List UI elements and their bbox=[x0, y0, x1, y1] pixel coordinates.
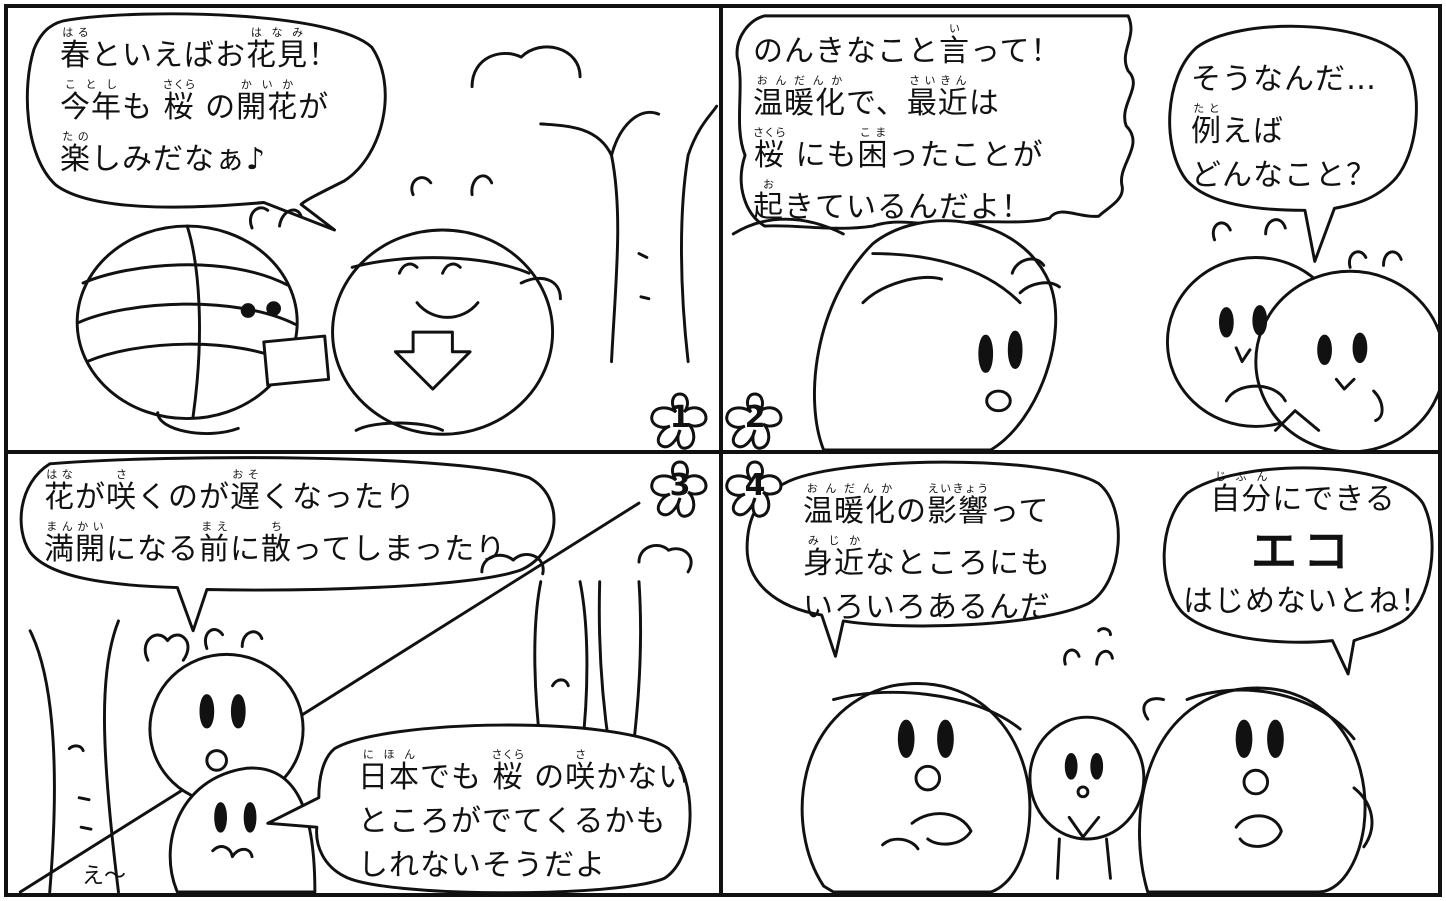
bubble-line: はじめないとね！ bbox=[1183, 584, 1431, 619]
panel-number: 1 bbox=[669, 400, 691, 435]
furigana-word: 花見はなみ bbox=[246, 26, 308, 73]
bubble-line: 例たとえば bbox=[1191, 102, 1284, 149]
furigana-word: 最近さいきん bbox=[906, 74, 969, 121]
bubble-line: 桜さくら にも困こまったことが bbox=[753, 126, 1044, 173]
cherry-blossom-icon bbox=[725, 460, 783, 518]
speech-bubble-4b: 自分じぶんにできる エコ はじめないとね！ bbox=[1183, 470, 1431, 624]
cherry-blossom-icon bbox=[650, 392, 708, 450]
speech-bubble-2b: そうなんだ… 例たとえば どんなこと？ bbox=[1191, 58, 1377, 198]
furigana-word: 影響えいきょう bbox=[927, 482, 989, 529]
panel-1: 春はるといえばお花見はなみ！ 今年ことしも 桜さくら の開花かいかが 楽たのしみ… bbox=[4, 4, 723, 454]
speech-bubble-2a: のんきなこと言いって！ 温暖化おんだんかで、最近さいきんは 桜さくら にも困こま… bbox=[753, 22, 1062, 230]
panel-2: のんきなこと言いって！ 温暖化おんだんかで、最近さいきんは 桜さくら にも困こま… bbox=[719, 4, 1442, 454]
cherry-blossom-icon bbox=[725, 392, 783, 450]
furigana-word: 楽たの bbox=[60, 130, 91, 177]
panel-1-artwork bbox=[25, 12, 719, 436]
panel-number-badge: 3 bbox=[648, 458, 712, 522]
bubble-line: 満開まんかいになる前まえに散ちってしまったり bbox=[44, 520, 507, 567]
furigana-word: 言い bbox=[939, 22, 970, 69]
speech-bubble-3b: 日本にほんでも 桜さくら の咲さかない ところがでてくるかも しれないそうだよ bbox=[358, 748, 689, 888]
bubble-line: ところがでてくるかも bbox=[358, 804, 667, 839]
furigana-word: 起お bbox=[753, 178, 784, 225]
furigana-word: 今年ことし bbox=[60, 78, 122, 125]
bubble-line: 自分じぶんにできる bbox=[1210, 470, 1396, 517]
bubble-line: 春はるといえばお花見はなみ！ bbox=[60, 26, 339, 73]
bubble-line: しれないそうだよ bbox=[358, 848, 606, 883]
bubble-line: 温暖化おんだんかの影響えいきょうって bbox=[803, 482, 1050, 529]
furigana-word: 桜さくら bbox=[162, 78, 196, 125]
bubble-line: 起おきているんだよ！ bbox=[753, 178, 1032, 225]
furigana-word: 身近みじか bbox=[803, 534, 865, 581]
panel-3: 花はなが咲さくのが遅おそくなったり 満開まんかいになる前まえに散ちってしまったり… bbox=[4, 450, 723, 897]
eco-emphasis-text: エコ bbox=[1251, 524, 1355, 578]
bubble-line: いろいろあるんだ bbox=[803, 590, 1051, 625]
bubble-line: 身近みじかなところにも bbox=[803, 534, 1051, 581]
furigana-word: 温暖化おんだんか bbox=[803, 482, 896, 529]
bubble-line: 温暖化おんだんかで、最近さいきんは bbox=[753, 74, 1000, 121]
bubble-line: どんなこと？ bbox=[1191, 158, 1377, 193]
speech-bubble-4a: 温暖化おんだんかの影響えいきょうって 身近みじかなところにも いろいろあるんだ bbox=[803, 482, 1051, 630]
panel-4: 温暖化おんだんかの影響えいきょうって 身近みじかなところにも いろいろあるんだ … bbox=[719, 450, 1442, 897]
bubble-line: 花はなが咲さくのが遅おそくなったり bbox=[44, 468, 416, 515]
bubble-line: 楽たのしみだなぁ♪ bbox=[60, 130, 267, 177]
panel-4-artwork bbox=[745, 460, 1434, 893]
bubble-line: 日本にほんでも 桜さくら の咲さかない bbox=[358, 748, 690, 795]
panel-number-badge: 2 bbox=[723, 390, 787, 450]
panel-number-badge: 4 bbox=[723, 458, 787, 522]
furigana-word: 前まえ bbox=[199, 520, 230, 567]
furigana-word: 例たと bbox=[1191, 102, 1222, 149]
speech-bubble-1: 春はるといえばお花見はなみ！ 今年ことしも 桜さくら の開花かいかが 楽たのしみ… bbox=[60, 26, 339, 182]
furigana-word: 日本にほん bbox=[358, 748, 420, 795]
panel-3-artwork bbox=[18, 456, 693, 893]
furigana-word: 春はる bbox=[60, 26, 91, 73]
speech-bubble-3a: 花はなが咲さくのが遅おそくなったり 満開まんかいになる前まえに散ちってしまったり bbox=[44, 468, 506, 572]
bubble-line: そうなんだ… bbox=[1191, 62, 1377, 97]
furigana-word: 咲さ bbox=[565, 748, 597, 795]
furigana-word: 花はな bbox=[44, 468, 75, 515]
cherry-blossom-icon bbox=[650, 460, 708, 518]
furigana-word: 満開まんかい bbox=[44, 520, 106, 567]
furigana-word: 開花かいか bbox=[236, 78, 299, 125]
panel-number: 3 bbox=[669, 468, 691, 503]
bubble-line: のんきなこと言いって！ bbox=[753, 22, 1062, 69]
furigana-word: 困こま bbox=[857, 126, 889, 173]
furigana-word: 桜さくら bbox=[753, 126, 786, 173]
panel-number-badge: 1 bbox=[648, 390, 712, 450]
furigana-word: 咲さ bbox=[106, 468, 137, 515]
sound-effect: え～ bbox=[82, 864, 127, 889]
furigana-word: 自分じぶん bbox=[1210, 470, 1273, 517]
furigana-word: 遅おそ bbox=[230, 468, 261, 515]
furigana-word: 桜さくら bbox=[491, 748, 525, 795]
panel-2-artwork bbox=[731, 14, 1438, 450]
panel-number: 2 bbox=[744, 400, 766, 435]
panel-number: 4 bbox=[744, 468, 766, 503]
furigana-word: 温暖化おんだんか bbox=[753, 74, 846, 121]
bubble-line: 今年ことしも 桜さくら の開花かいかが bbox=[60, 78, 330, 125]
furigana-word: 散ち bbox=[261, 520, 292, 567]
